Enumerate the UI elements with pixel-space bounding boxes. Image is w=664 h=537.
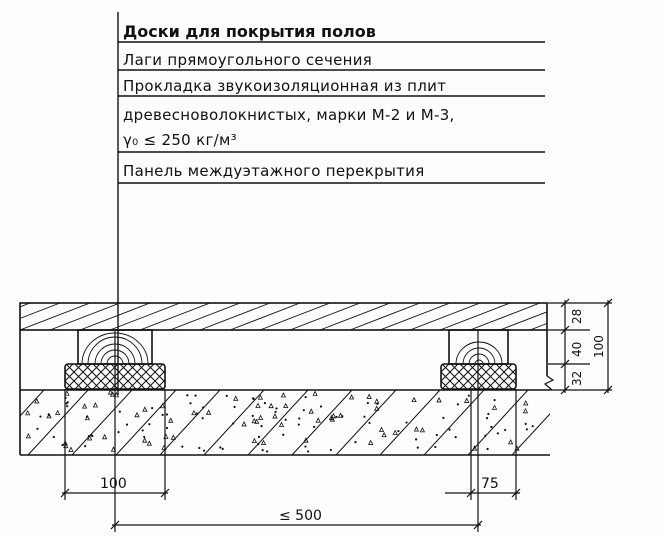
sound-pad-left xyxy=(64,363,166,390)
callout-block xyxy=(117,12,545,395)
callout-pad-line1: Прокладка звукоизоляционная из плит xyxy=(123,77,446,95)
dim-pad-width xyxy=(445,389,521,500)
callout-panel: Панель междуэтажного перекрытия xyxy=(123,162,425,180)
dim-vertical-chain xyxy=(548,298,613,395)
dim-spacing-label: ≤ 500 xyxy=(279,508,322,524)
dim-pad-thickness-label: 32 xyxy=(570,371,584,386)
dim-joist-width-label: 100 xyxy=(100,476,127,492)
callout-pad-density: γ₀ ≤ 250 кг/м³ xyxy=(123,131,237,149)
dim-board-thickness-label: 28 xyxy=(570,309,584,324)
callout-joists: Лаги прямоугольного сечения xyxy=(123,51,372,69)
callout-boards: Доски для покрытия полов xyxy=(123,22,376,41)
dim-pad-width-label: 75 xyxy=(481,476,499,492)
callout-pad-line2: древесноволокнистых, марки М-2 и М-3, xyxy=(123,106,455,124)
floor-panel-slab xyxy=(20,375,555,456)
sound-pad-right xyxy=(440,363,517,390)
floor-boards xyxy=(19,302,548,331)
dim-joist-height-label: 40 xyxy=(570,342,584,357)
dim-total-height-label: 100 xyxy=(592,335,606,358)
dim-spacing xyxy=(110,330,483,532)
